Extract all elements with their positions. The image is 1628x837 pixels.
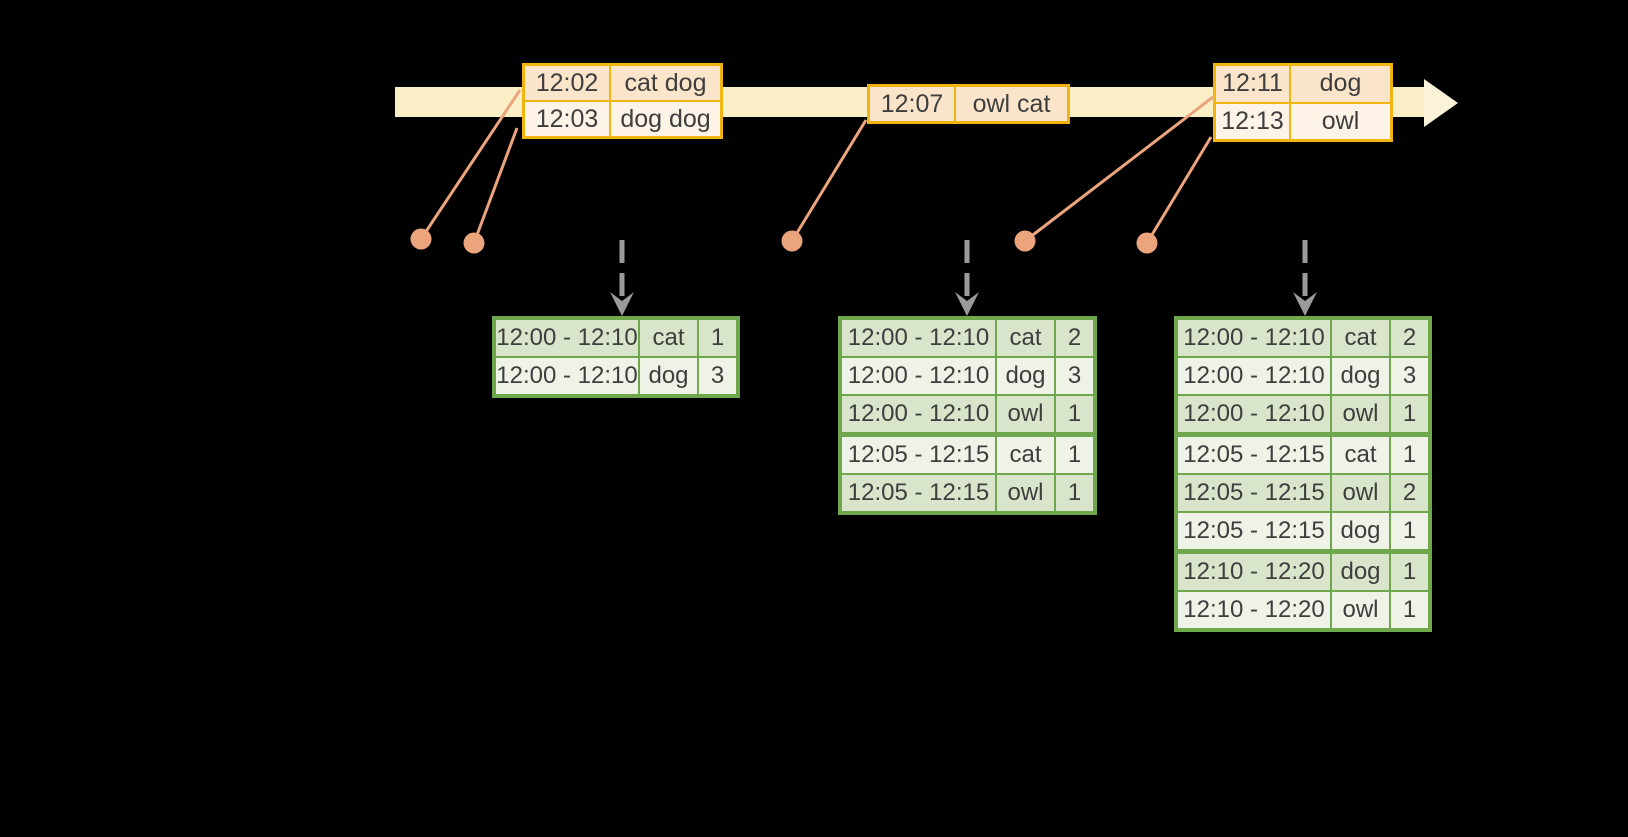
result-row: 12:00 - 12:10 owl 1 bbox=[1178, 396, 1428, 432]
event-dot bbox=[1136, 232, 1158, 254]
event-time-cell: 12:03 bbox=[525, 102, 609, 136]
result-row: 12:05 - 12:15 dog 1 bbox=[1178, 513, 1428, 549]
event-words-cell: dog dog bbox=[611, 102, 720, 136]
word-cell: cat bbox=[997, 320, 1054, 356]
result-row: 12:00 - 12:10 cat 1 bbox=[496, 320, 736, 356]
event-words-cell: dog bbox=[1291, 66, 1390, 102]
window-cell: 12:05 - 12:15 bbox=[1178, 513, 1330, 549]
result-row: 12:10 - 12:20 owl 1 bbox=[1178, 592, 1428, 628]
result-table-2: 12:00 - 12:10 cat 2 12:00 - 12:10 dog 3 … bbox=[838, 316, 1097, 515]
window-cell: 12:05 - 12:15 bbox=[1178, 437, 1330, 473]
result-row: 12:05 - 12:15 cat 1 bbox=[842, 437, 1093, 473]
result-row: 12:00 - 12:10 owl 1 bbox=[842, 396, 1093, 432]
result-row: 12:00 - 12:10 dog 3 bbox=[496, 358, 736, 394]
result-table-1: 12:00 - 12:10 cat 1 12:00 - 12:10 dog 3 bbox=[492, 316, 740, 398]
word-cell: dog bbox=[1332, 554, 1389, 590]
word-cell: owl bbox=[997, 475, 1054, 511]
trigger-arrowheads bbox=[610, 292, 1317, 316]
count-cell: 1 bbox=[699, 320, 736, 356]
window-cell: 12:00 - 12:10 bbox=[1178, 396, 1330, 432]
count-cell: 3 bbox=[1056, 358, 1093, 394]
count-cell: 1 bbox=[1391, 513, 1428, 549]
count-cell: 2 bbox=[1056, 320, 1093, 356]
event-time-cell: 12:13 bbox=[1216, 103, 1289, 139]
word-cell: cat bbox=[640, 320, 697, 356]
event-box-2: 12:07 owl cat bbox=[867, 84, 1070, 124]
word-cell: cat bbox=[1332, 437, 1389, 473]
word-cell: cat bbox=[1332, 320, 1389, 356]
count-cell: 1 bbox=[1056, 475, 1093, 511]
trigger-arrowhead-icon bbox=[610, 292, 634, 316]
result-table-3: 12:00 - 12:10 cat 2 12:00 - 12:10 dog 3 … bbox=[1174, 316, 1432, 632]
window-cell: 12:00 - 12:10 bbox=[496, 358, 638, 394]
word-cell: dog bbox=[1332, 358, 1389, 394]
event-dot bbox=[463, 232, 485, 254]
result-row: 12:00 - 12:10 dog 3 bbox=[1178, 358, 1428, 394]
window-cell: 12:00 - 12:10 bbox=[842, 320, 995, 356]
count-cell: 2 bbox=[1391, 475, 1428, 511]
connector-line bbox=[790, 119, 868, 242]
event-time-dots bbox=[410, 228, 1158, 254]
event-row: 12:13 owl bbox=[1216, 103, 1390, 139]
word-cell: owl bbox=[1332, 592, 1389, 628]
result-row: 12:05 - 12:15 owl 2 bbox=[1178, 475, 1428, 511]
result-row: 12:10 - 12:20 dog 1 bbox=[1178, 554, 1428, 590]
word-cell: dog bbox=[997, 358, 1054, 394]
window-cell: 12:05 - 12:15 bbox=[842, 475, 995, 511]
count-cell: 3 bbox=[699, 358, 736, 394]
event-dot bbox=[410, 228, 432, 250]
window-cell: 12:00 - 12:10 bbox=[842, 396, 995, 432]
window-cell: 12:00 - 12:10 bbox=[1178, 358, 1330, 394]
word-cell: cat bbox=[997, 437, 1054, 473]
result-row: 12:00 - 12:10 cat 2 bbox=[842, 320, 1093, 356]
event-box-3: 12:11 dog 12:13 owl bbox=[1213, 63, 1393, 142]
window-cell: 12:00 - 12:10 bbox=[496, 320, 638, 356]
word-cell: dog bbox=[1332, 513, 1389, 549]
event-row: 12:11 dog bbox=[1216, 66, 1390, 102]
event-row: 12:02 cat dog bbox=[525, 66, 720, 100]
window-cell: 12:10 - 12:20 bbox=[1178, 554, 1330, 590]
count-cell: 1 bbox=[1391, 396, 1428, 432]
window-cell: 12:00 - 12:10 bbox=[842, 358, 995, 394]
event-box-1: 12:02 cat dog 12:03 dog dog bbox=[522, 63, 723, 139]
word-cell: owl bbox=[1332, 396, 1389, 432]
event-words-cell: owl cat bbox=[956, 87, 1067, 121]
count-cell: 2 bbox=[1391, 320, 1428, 356]
trigger-arrow-shafts bbox=[619, 240, 1308, 296]
result-row: 12:00 - 12:10 dog 3 bbox=[842, 358, 1093, 394]
window-cell: 12:00 - 12:10 bbox=[1178, 320, 1330, 356]
count-cell: 1 bbox=[1391, 554, 1428, 590]
event-time-cell: 12:11 bbox=[1216, 66, 1289, 102]
event-time-cell: 12:07 bbox=[870, 87, 954, 121]
window-cell: 12:10 - 12:20 bbox=[1178, 592, 1330, 628]
connector-line bbox=[1145, 136, 1213, 244]
count-cell: 3 bbox=[1391, 358, 1428, 394]
window-cell: 12:05 - 12:15 bbox=[842, 437, 995, 473]
count-cell: 1 bbox=[1391, 437, 1428, 473]
event-time-cell: 12:02 bbox=[525, 66, 609, 100]
count-cell: 1 bbox=[1056, 437, 1093, 473]
window-cell: 12:05 - 12:15 bbox=[1178, 475, 1330, 511]
event-words-cell: owl bbox=[1291, 103, 1390, 139]
result-row: 12:05 - 12:15 owl 1 bbox=[842, 475, 1093, 511]
word-cell: dog bbox=[640, 358, 697, 394]
event-dot bbox=[781, 230, 803, 252]
result-row: 12:05 - 12:15 cat 1 bbox=[1178, 437, 1428, 473]
event-words-cell: cat dog bbox=[611, 66, 720, 100]
trigger-arrowhead-icon bbox=[1293, 292, 1317, 316]
event-row: 12:03 dog dog bbox=[525, 102, 720, 136]
word-cell: owl bbox=[997, 396, 1054, 432]
event-row: 12:07 owl cat bbox=[870, 87, 1067, 121]
connector-line bbox=[472, 127, 519, 244]
count-cell: 1 bbox=[1056, 396, 1093, 432]
event-dot bbox=[1014, 230, 1036, 252]
trigger-arrowhead-icon bbox=[955, 292, 979, 316]
count-cell: 1 bbox=[1391, 592, 1428, 628]
timeline-arrowhead-icon bbox=[1424, 79, 1458, 127]
result-row: 12:00 - 12:10 cat 2 bbox=[1178, 320, 1428, 356]
word-cell: owl bbox=[1332, 475, 1389, 511]
